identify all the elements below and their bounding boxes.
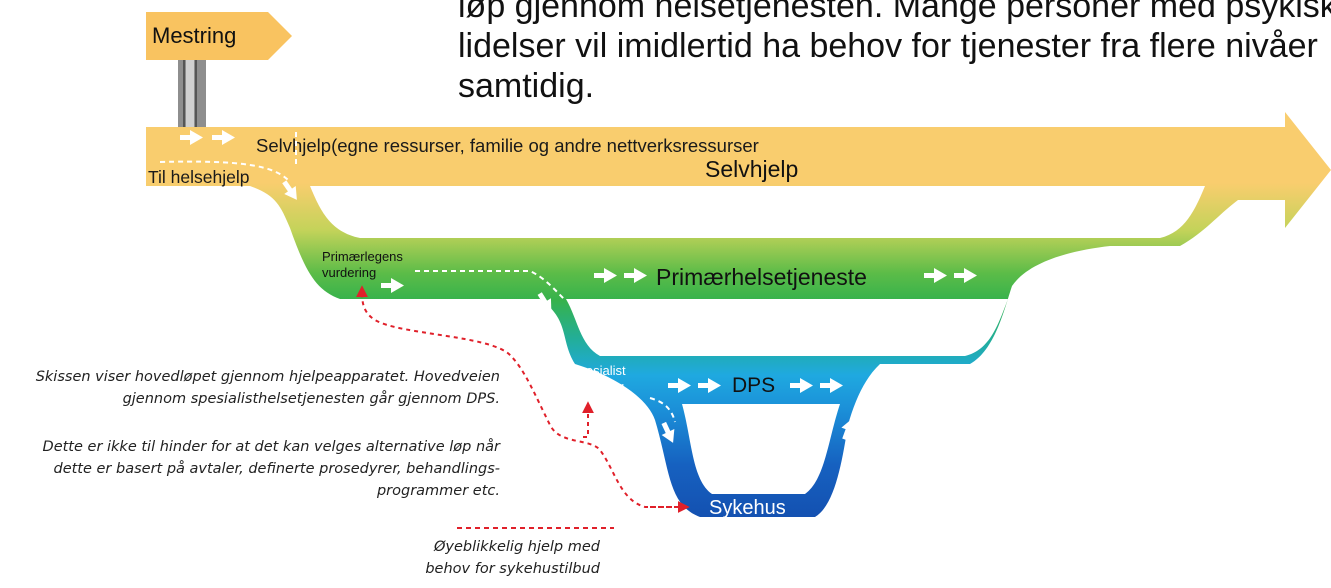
gap-primaer-dps [566, 299, 1008, 356]
sykehus-label: Sykehus [709, 497, 786, 519]
right-arrow-icon [594, 268, 617, 283]
right-arrow-icon [924, 268, 947, 283]
down-arrow-icon [282, 180, 297, 200]
signpost-label: Mestring [152, 23, 236, 48]
right-arrow-icon [790, 378, 813, 393]
emergency-path [356, 285, 690, 513]
right-arrow-icon [180, 130, 203, 145]
intro-line: lidelser vil imidlertid ha behov for tje… [458, 27, 1318, 65]
primaer-label: Primærhelsetjeneste [656, 264, 867, 290]
note-line: gjennom spesialisthelsetjenesten går gje… [122, 391, 500, 407]
legend-line: Øyeblikkelig hjelp med [434, 539, 600, 555]
referral-path [415, 270, 566, 301]
right-arrow-icon [668, 378, 691, 393]
selvhjelp-description: Selvhjelp(egne ressurser, familie og and… [256, 135, 759, 156]
spesialist-label-line2: vurdering [570, 379, 624, 394]
right-arrow-icon [624, 268, 647, 283]
up-arrow-icon [1032, 292, 1047, 312]
signpost-sign [146, 12, 292, 60]
primaerlegens-label-line2: vurdering [322, 265, 376, 280]
referral-path [159, 160, 291, 183]
down-arrow-icon [661, 421, 675, 443]
alternative-route-note: Dette er ikke til hinder for at det kan … [0, 436, 500, 502]
dps-label: DPS [732, 374, 775, 397]
referral-paths [159, 132, 676, 423]
gap-dps-sykehus [682, 404, 840, 494]
intro-paragraph: løp gjennom helsetjenesten. Mange person… [458, 0, 1331, 106]
note-line: dette er basert på avtaler, definerte pr… [53, 461, 500, 477]
legend-emergency-text: Øyeblikkelig hjelp med behov for sykehus… [400, 536, 600, 580]
up-arrow-icon [841, 418, 855, 441]
primaerlegens-label-line1: Primærlegens [322, 249, 403, 264]
right-arrow-icon [381, 278, 404, 293]
selvhjelp-label: Selvhjelp [705, 156, 798, 182]
spesialist-label-line1: Spesialist [570, 363, 626, 378]
right-arrow-icon [698, 378, 721, 393]
down-arrow-icon [537, 292, 552, 313]
right-arrow-icon [212, 130, 235, 145]
note-line: Skissen viser hovedløpet gjennom hjelpea… [35, 369, 500, 385]
flow-arrows [180, 130, 1047, 443]
mestring-signpost: Mestring [146, 12, 292, 140]
main-route-note: Skissen viser hovedløpet gjennom hjelpea… [0, 366, 500, 410]
note-line: programmer etc. [376, 483, 500, 499]
note-line: Dette er ikke til hinder for at det kan … [42, 439, 500, 455]
til-helsehjelp-label: Til helsehjelp [148, 167, 250, 187]
intro-line: samtidig. [458, 67, 595, 105]
intro-line: løp gjennom helsetjenesten. Mange person… [458, 0, 1331, 25]
referral-path [649, 397, 676, 423]
right-arrow-icon [820, 378, 843, 393]
right-arrow-icon [954, 268, 977, 283]
gap-selvhjelp-primaer [310, 186, 1205, 238]
legend-line: behov for sykehustilbud [425, 561, 600, 577]
